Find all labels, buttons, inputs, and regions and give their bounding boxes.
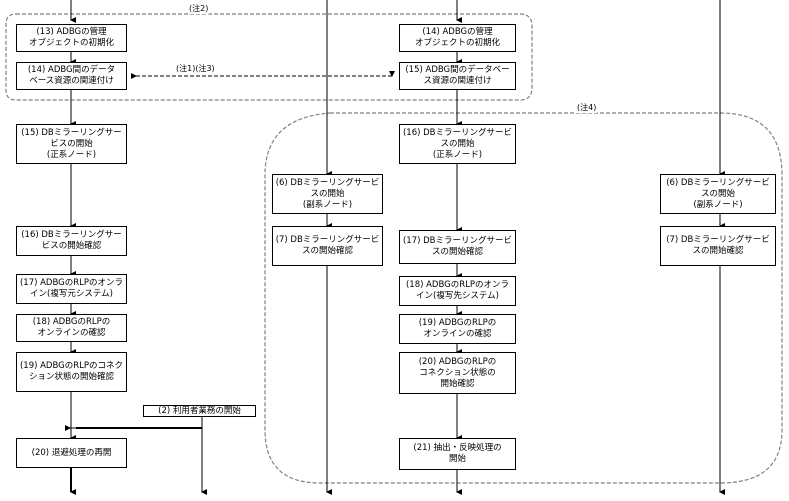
step-20-resume-backup[interactable]: (20) 退避処理の再開	[16, 438, 127, 468]
step-20-confirm-rlp-connection-right[interactable]: (20) ADBGのRLPの コネクション状態の 開始確認	[399, 352, 516, 394]
step-18-rlp-online-target[interactable]: (18) ADBGのRLPのオンラ イン(複写先システム)	[399, 276, 516, 306]
step-15-associate-db-resources-right[interactable]: (15) ADBG間のデータベー ス資源の関連付け	[399, 62, 516, 90]
step-18-confirm-rlp-online[interactable]: (18) ADBGのRLPの オンラインの確認	[16, 314, 127, 342]
note-2-label: (注2)	[188, 4, 210, 14]
step-16-start-db-mirroring-primary-right[interactable]: (16) DBミラーリングサービ スの開始 (正系ノード)	[399, 124, 516, 164]
step-19-confirm-rlp-online-right[interactable]: (19) ADBGのRLPの オンラインの確認	[399, 314, 516, 344]
step-17-confirm-db-mirroring-right[interactable]: (17) DBミラーリングサービ スの開始確認	[399, 230, 516, 264]
step-14-init-management-object-right[interactable]: (14) ADBGの管理 オブジェクトの初期化	[399, 24, 516, 52]
group-note2-border	[5, 13, 533, 101]
step-13-init-management-object[interactable]: (13) ADBGの管理 オブジェクトの初期化	[16, 24, 127, 52]
step-7-confirm-db-mirroring-secondary-left[interactable]: (7) DBミラーリングサービ スの開始確認	[272, 226, 383, 266]
step-6-start-db-mirroring-secondary-right[interactable]: (6) DBミラーリングサービ スの開始 (副系ノード)	[660, 174, 776, 214]
step-21-start-extract-apply[interactable]: (21) 抽出・反映処理の 開始	[399, 438, 516, 470]
step-17-rlp-online-source[interactable]: (17) ADBGのRLPのオンラ イン(複写元システム)	[16, 274, 127, 304]
step-2-start-user-business[interactable]: (2) 利用者業務の開始	[143, 405, 256, 417]
step-14-associate-db-resources[interactable]: (14) ADBG間のデータ ベース資源の関連付け	[16, 62, 127, 90]
group-note4-border	[264, 112, 783, 484]
note-1-3-label: (注1)(注3)	[175, 64, 216, 74]
step-7-confirm-db-mirroring-secondary-right[interactable]: (7) DBミラーリングサービ スの開始確認	[660, 226, 776, 266]
step-16-confirm-db-mirroring[interactable]: (16) DBミラーリングサー ビスの開始確認	[16, 226, 127, 256]
step-15-start-db-mirroring-primary[interactable]: (15) DBミラーリングサー ビスの開始 (正系ノード)	[16, 124, 127, 164]
note-4-label: (注4)	[576, 103, 598, 113]
user-business-connectors	[65, 417, 207, 495]
step-6-start-db-mirroring-secondary-left[interactable]: (6) DBミラーリングサービ スの開始 (副系ノード)	[272, 174, 383, 214]
step-19-confirm-rlp-connection[interactable]: (19) ADBGのRLPのコネク ション状態の開始確認	[16, 352, 127, 392]
